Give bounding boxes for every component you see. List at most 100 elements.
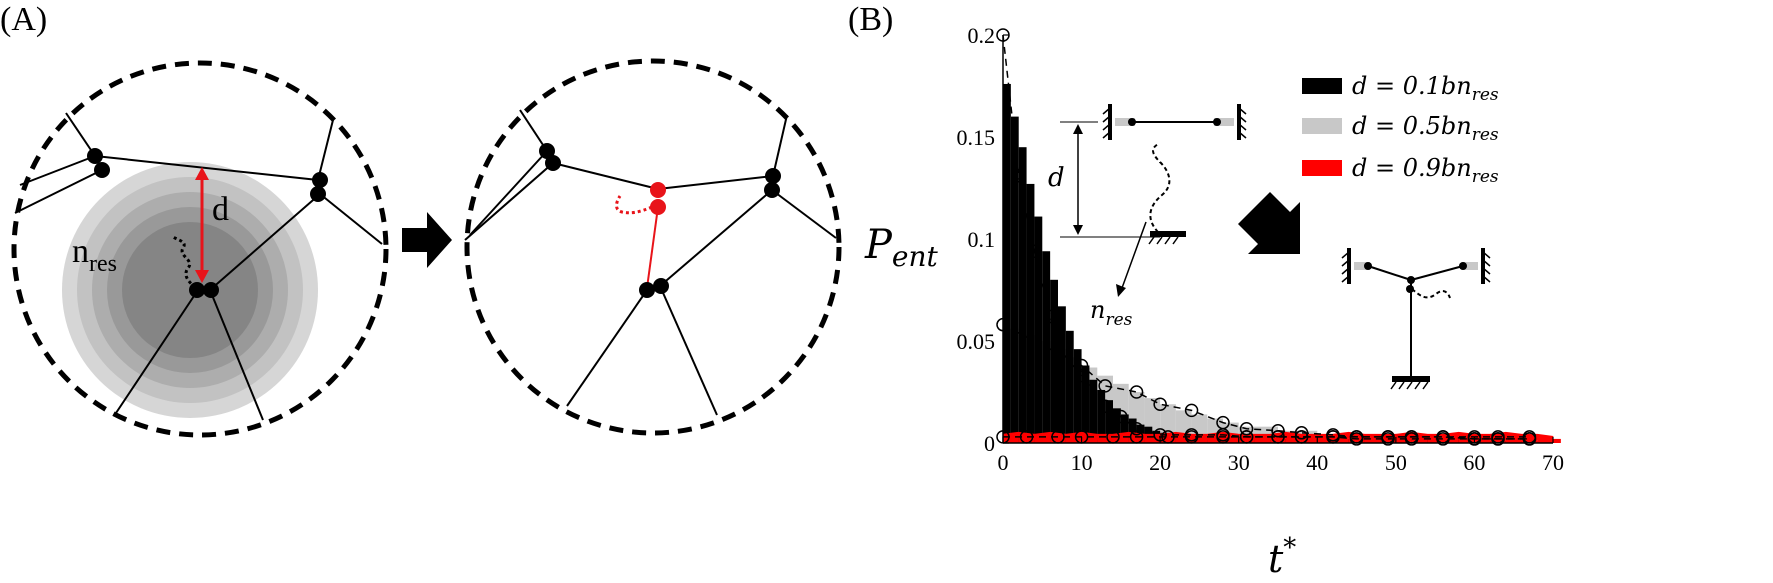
y-tick-label: 0.1: [968, 227, 996, 252]
area-bar-series-0: [1018, 147, 1027, 443]
new-crosslink-node-bottom: [650, 199, 666, 215]
crosslinks-right: [539, 143, 781, 298]
domain-boundary-right: [464, 58, 842, 436]
legend-label-gray: d = 0.5bnres: [1352, 112, 1499, 145]
inset-schematic-initial: d nres: [1048, 104, 1247, 330]
area-bar-series-2: [1144, 436, 1161, 443]
fit-marker-series-1: [1216, 415, 1230, 430]
area-bar-series-2: [1003, 436, 1019, 443]
area-bar-series-0: [1026, 183, 1035, 444]
area-bar-series-2: [1427, 436, 1443, 443]
fit-marker-series-1: [1074, 358, 1089, 373]
area-bar-series-2: [1317, 436, 1333, 443]
fit-marker-series-1: [1239, 421, 1254, 436]
area-bar-series-0: [1113, 408, 1121, 443]
area-bar-series-2: [1254, 436, 1271, 443]
area-bar-series-2: [1395, 436, 1412, 443]
area-bar-series-2: [1018, 434, 1035, 443]
area-bar-series-2: [1270, 436, 1286, 443]
area-bar-series-2: [1175, 434, 1192, 443]
x-tick-label: 10: [1071, 450, 1093, 475]
x-tick-label: 60: [1463, 450, 1485, 475]
area-bar-series-2: [1223, 434, 1239, 443]
area-bar-series-0: [1105, 400, 1113, 443]
fit-marker-series-1: [1271, 424, 1285, 438]
area-bar-series-0: [1128, 418, 1137, 443]
area-bar-series-2: [1128, 434, 1145, 443]
inset-schematic-crosslinked: [1341, 248, 1491, 390]
x-tick-label: 20: [1149, 450, 1171, 475]
fit-marker-series-1: [1184, 403, 1199, 418]
y-tick-label: 0: [984, 431, 995, 456]
area-bar-series-2: [1364, 436, 1381, 443]
area-bar-series-2: [1065, 436, 1082, 443]
area-bar-series-0: [1097, 389, 1106, 443]
x-tick-label: 0: [998, 450, 1009, 475]
area-bar-series-2: [1050, 434, 1066, 443]
legend-swatch-gray: [1302, 118, 1342, 134]
area-bar-series-0: [1058, 306, 1066, 443]
panel-a-left-network: d nres: [11, 60, 389, 438]
legend-label-black: d = 0.1bnres: [1352, 72, 1499, 105]
area-bar-series-2: [1081, 434, 1098, 443]
x-tick-label: 40: [1306, 450, 1328, 475]
chart-plot-area: [996, 28, 1561, 446]
area-bar-series-0: [1050, 279, 1058, 443]
fit-marker-series-1: [1098, 379, 1112, 393]
fit-marker-series-1: [1294, 426, 1309, 440]
fit-marker-series-1: [1051, 346, 1065, 360]
reaction-arrow-icon: [1238, 192, 1300, 254]
area-bar-series-0: [1034, 216, 1043, 443]
y-tick-label: 0.2: [968, 23, 996, 48]
area-bar-series-0: [1089, 379, 1098, 443]
area-bar-series-2: [1113, 436, 1129, 443]
area-bar-series-2: [1490, 436, 1506, 443]
nres-label: nres: [72, 233, 117, 277]
area-bar-series-2: [1333, 436, 1349, 443]
area-bar-series-0: [1003, 83, 1011, 444]
fit-marker-series-1: [1129, 385, 1144, 399]
area-bar-series-0: [1065, 330, 1074, 443]
chains-right: [464, 109, 837, 416]
series-line-red: [1002, 431, 1554, 442]
y-tick-label: 0.05: [957, 329, 996, 354]
area-bar-series-2: [1034, 436, 1051, 443]
fit-marker-series-0: [1043, 309, 1057, 324]
x-tick-label: 30: [1228, 450, 1250, 475]
fit-marker-series-0: [1027, 244, 1042, 258]
fit-marker-series-0: [1129, 421, 1144, 436]
chart-legend: d = 0.1bnres d = 0.5bnres d = 0.9bnres: [1302, 72, 1499, 187]
distance-label-d: d: [212, 191, 229, 228]
area-bar-series-2: [1474, 436, 1491, 443]
distance-arrow-head-bottom: [195, 270, 209, 283]
area-bar-series-2: [1301, 436, 1318, 443]
area-bar-series-2: [1207, 436, 1223, 443]
fit-marker-series-1: [1153, 397, 1167, 411]
reacted-dangling-end: [615, 195, 653, 215]
domain-boundary-left: [11, 60, 389, 438]
area-bar-series-0: [1120, 414, 1129, 443]
area-bar-series-2: [1553, 438, 1561, 443]
area-bar-series-2: [1097, 436, 1113, 443]
y-tick-label: 0.15: [957, 125, 996, 150]
crosslinks-left: [87, 148, 328, 298]
inset-d-label: d: [1048, 163, 1065, 193]
fit-marker-series-0: [1098, 399, 1112, 414]
area-bar-series-2: [1285, 434, 1302, 443]
fit-marker-series-0: [1011, 169, 1026, 183]
panel-b-label: (B): [848, 1, 893, 38]
area-bar-series-0: [1073, 349, 1082, 443]
chains-left: [14, 112, 383, 421]
area-bar-series-2: [1443, 436, 1459, 443]
fit-marker-series-0: [1074, 368, 1089, 383]
fit-marker-series-0: [1114, 409, 1128, 424]
new-crosslink-chain: [646, 206, 659, 289]
legend-swatch-black: [1302, 78, 1342, 94]
dangling-chain-left: [170, 234, 202, 292]
transition-arrow-icon: [402, 212, 452, 268]
x-tick-label: 50: [1385, 450, 1407, 475]
panel-a-label: (A): [0, 1, 47, 38]
new-crosslink-node-top: [650, 182, 666, 198]
panel-a-right-network: [464, 58, 842, 436]
